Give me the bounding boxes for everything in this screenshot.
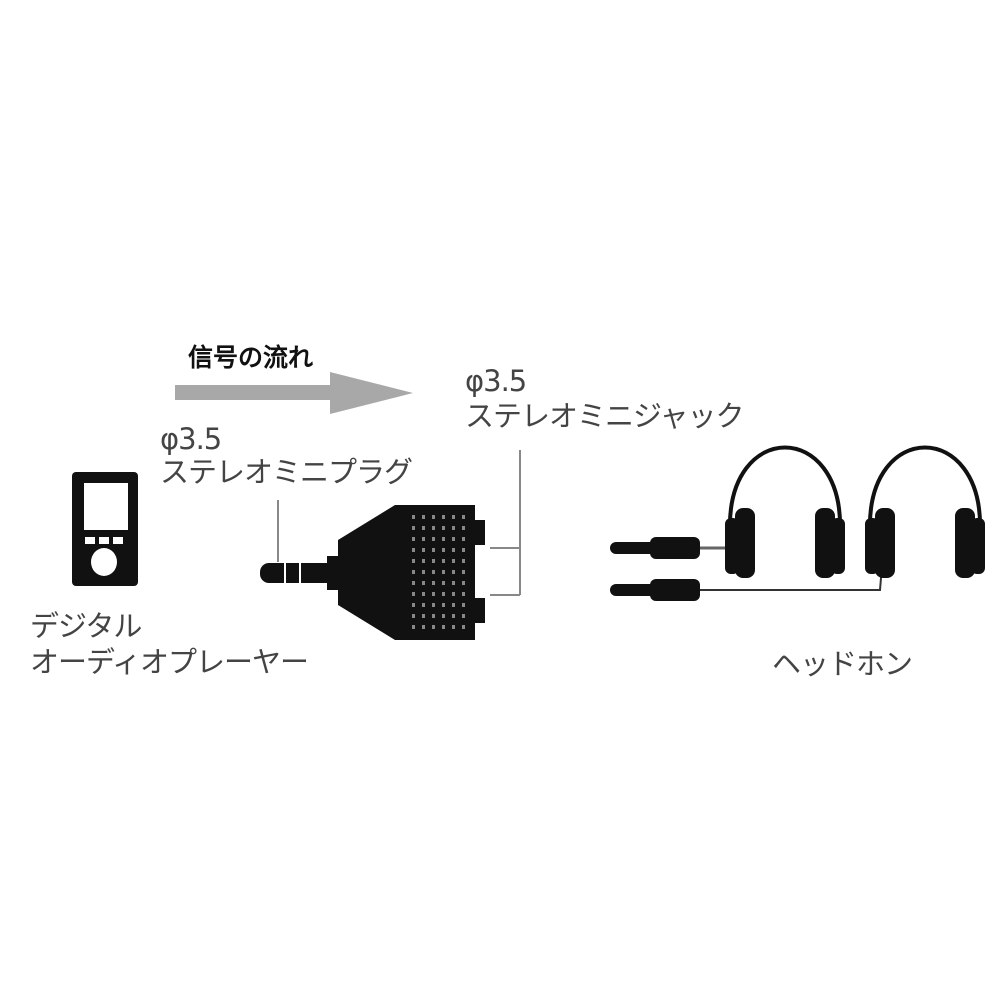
player-label-line2: オーディオプレーヤー <box>30 645 309 679</box>
signal-flow-label: 信号の流れ <box>188 343 314 372</box>
splitter-adapter-icon <box>260 505 485 640</box>
player-label-line1: デジタル <box>30 609 142 643</box>
plug-name-label: ステレオミニプラグ <box>160 455 413 489</box>
audio-player-icon <box>72 472 138 586</box>
jack-name-label: ステレオミニジャック <box>465 399 745 433</box>
plug-size-label: φ3.5 <box>160 422 222 456</box>
headphone-unit <box>865 445 985 578</box>
headphone-unit <box>725 445 845 578</box>
signal-flow-arrow <box>175 372 413 414</box>
headphones-label: ヘッドホン <box>772 647 913 681</box>
jack-leader-line <box>490 450 521 596</box>
jack-size-label: φ3.5 <box>465 364 527 398</box>
headphones-icon <box>725 445 985 578</box>
